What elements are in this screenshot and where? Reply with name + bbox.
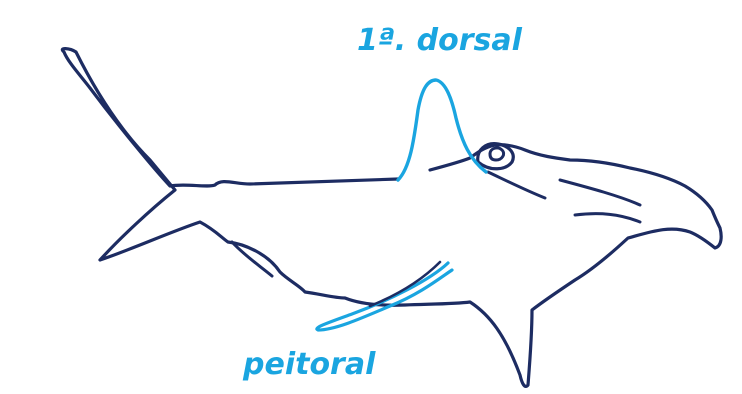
hammer-front-line bbox=[560, 180, 640, 205]
first-dorsal-fin bbox=[398, 80, 486, 180]
mouth-line bbox=[575, 214, 640, 222]
head-underside-line bbox=[488, 172, 545, 198]
label-pectoral: peitoral bbox=[243, 350, 375, 380]
eye-icon bbox=[490, 148, 504, 160]
label-first-dorsal: 1ª. dorsal bbox=[357, 26, 522, 56]
